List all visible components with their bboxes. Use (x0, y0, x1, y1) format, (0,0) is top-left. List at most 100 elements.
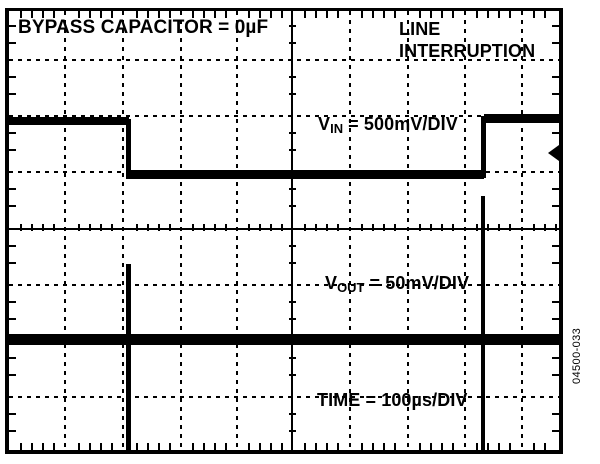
axis-tick (498, 224, 500, 231)
gridline-vertical (236, 11, 238, 450)
axis-tick (289, 132, 296, 134)
frame-tick-top (259, 11, 261, 18)
axis-tick (289, 357, 296, 359)
frame-tick-bottom (147, 443, 149, 450)
frame-tick-bottom (136, 443, 138, 450)
axis-tick (20, 224, 22, 231)
axis-tick (372, 224, 374, 231)
frame-tick-top (315, 11, 317, 18)
axis-tick (214, 224, 216, 231)
vout-scale-label: VOUT = 50mV/DIV (325, 273, 469, 295)
axis-tick (289, 25, 296, 27)
axis-tick (136, 224, 138, 231)
frame-tick-top (248, 11, 250, 18)
frame-tick-bottom (326, 443, 328, 450)
frame-tick-top (53, 11, 55, 18)
frame-tick-top (326, 11, 328, 18)
axis-tick (476, 224, 478, 231)
frame-tick-left (9, 188, 16, 190)
frame-tick-left (9, 262, 16, 264)
axis-tick (441, 224, 443, 231)
frame-tick-bottom (214, 443, 216, 450)
frame-tick-bottom (89, 443, 91, 450)
gridline-vertical (464, 11, 466, 450)
frame-tick-top (214, 11, 216, 18)
frame-tick-left (9, 374, 16, 376)
axis-tick (487, 224, 489, 231)
frame-tick-bottom (452, 443, 454, 450)
vin-subscript: IN (330, 120, 344, 136)
trigger-level-arrow-icon[interactable] (548, 145, 559, 161)
vin-trace-rising-edge (481, 116, 486, 178)
frame-tick-top (337, 11, 339, 18)
axis-tick (419, 224, 421, 231)
frame-tick-top (361, 11, 363, 18)
line-interruption-line1: LINE (399, 19, 441, 39)
axis-tick (289, 374, 296, 376)
frame-tick-bottom (100, 443, 102, 450)
frame-tick-bottom (476, 443, 478, 450)
axis-tick (289, 262, 296, 264)
frame-tick-top (147, 11, 149, 18)
frame-tick-top (111, 11, 113, 18)
frame-tick-bottom (169, 443, 171, 450)
frame-tick-top (509, 11, 511, 18)
frame-tick-bottom (53, 443, 55, 450)
frame-tick-top (533, 11, 535, 18)
frame-tick-bottom (225, 443, 227, 450)
graticule-frame-right (559, 8, 563, 454)
frame-tick-top (383, 11, 385, 18)
axis-tick (270, 224, 272, 231)
axis-tick (544, 224, 546, 231)
frame-tick-right (552, 262, 559, 264)
frame-tick-bottom (31, 443, 33, 450)
axis-tick (289, 301, 296, 303)
frame-tick-bottom (337, 443, 339, 450)
frame-tick-bottom (111, 443, 113, 450)
frame-tick-left (9, 318, 16, 320)
frame-tick-bottom (270, 443, 272, 450)
frame-tick-left (9, 301, 16, 303)
frame-tick-top (544, 11, 546, 18)
frame-tick-right (552, 25, 559, 27)
axis-tick (315, 224, 317, 231)
axis-tick (31, 224, 33, 231)
axis-tick (289, 188, 296, 190)
axis-tick (203, 224, 205, 231)
frame-tick-top (169, 11, 171, 18)
gridline-vertical (521, 11, 523, 450)
frame-tick-bottom (487, 443, 489, 450)
frame-tick-top (487, 11, 489, 18)
axis-tick (304, 224, 306, 231)
frame-tick-right (552, 205, 559, 207)
gridline-horizontal (9, 115, 559, 117)
axis-tick (289, 76, 296, 78)
frame-tick-top (394, 11, 396, 18)
frame-tick-bottom (372, 443, 374, 450)
graticule-frame-bottom (5, 450, 563, 454)
frame-tick-bottom (315, 443, 317, 450)
frame-tick-bottom (430, 443, 432, 450)
frame-tick-right (552, 413, 559, 415)
frame-tick-top (476, 11, 478, 18)
axis-tick (281, 224, 283, 231)
frame-tick-right (552, 374, 559, 376)
graticule-frame-top (5, 8, 563, 11)
frame-tick-top (89, 11, 91, 18)
gridline-horizontal (9, 396, 559, 398)
vout-subscript: OUT (337, 279, 365, 295)
frame-tick-top (372, 11, 374, 18)
frame-tick-bottom (78, 443, 80, 450)
frame-tick-top (452, 11, 454, 18)
vin-trace-falling-edge (126, 119, 131, 179)
axis-tick (509, 224, 511, 231)
axis-tick (430, 224, 432, 231)
axis-tick (383, 224, 385, 231)
frame-tick-top (192, 11, 194, 18)
axis-tick (289, 149, 296, 151)
center-axis-horizontal (9, 228, 559, 230)
vin-value: = 500mV/DIV (343, 114, 458, 134)
frame-tick-bottom (259, 443, 261, 450)
axis-tick (289, 245, 296, 247)
